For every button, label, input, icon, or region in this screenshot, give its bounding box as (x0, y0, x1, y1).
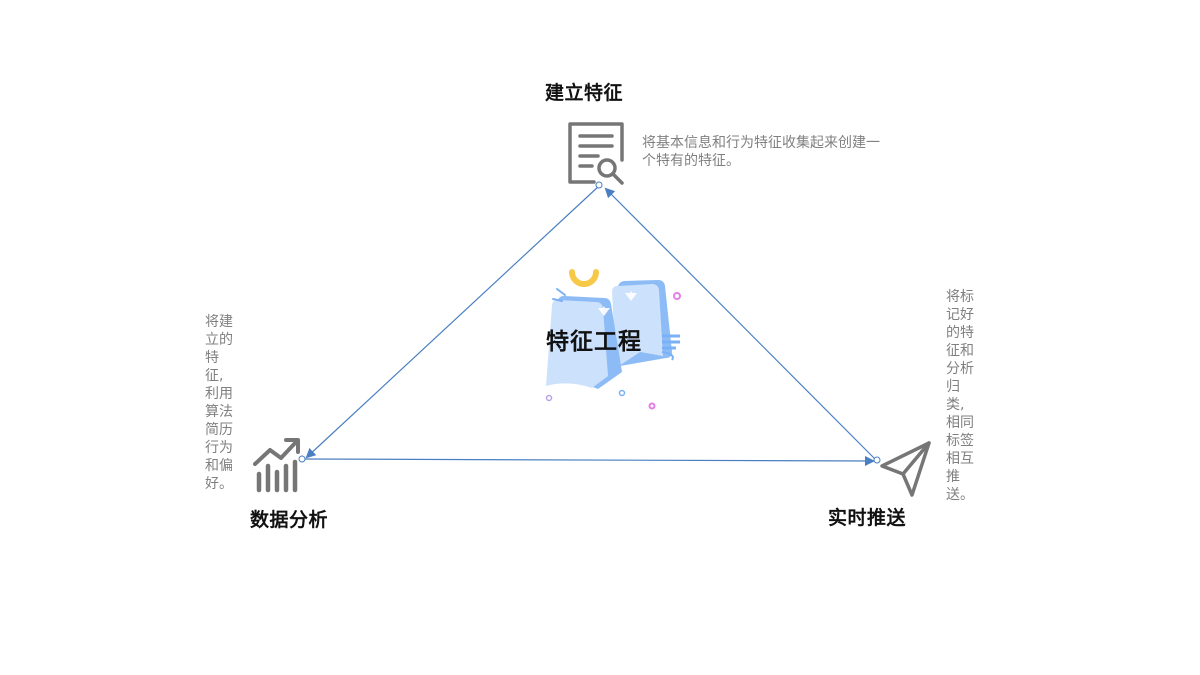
node-title-push: 实时推送 (828, 507, 907, 529)
edge-build-to-analyze (305, 185, 600, 459)
edge-push-to-build (604, 187, 877, 461)
edge-anchor-build (595, 181, 603, 189)
node-title-analyze: 数据分析 (250, 509, 329, 531)
document-search-icon (568, 122, 624, 185)
edge-anchor-analyze (298, 455, 306, 463)
node-description-push: 将标记好的特征和分析归类,相同标签相互推送。 (946, 289, 974, 503)
center-title: 特征工程 (546, 329, 642, 355)
edge-analyze-to-push (302, 455, 875, 466)
node-title-build: 建立特征 (545, 82, 624, 104)
paper-plane-icon (880, 441, 931, 497)
chart-trend-icon (253, 438, 300, 493)
node-description-build: 将基本信息和行为特征收集起来创建一个特有的特征。 (642, 135, 880, 169)
edge-anchor-push (873, 456, 881, 464)
node-description-analyze: 将建立的特征,利用算法简历行为和偏好。 (205, 314, 233, 492)
feature-cards-illustration (545, 269, 681, 410)
